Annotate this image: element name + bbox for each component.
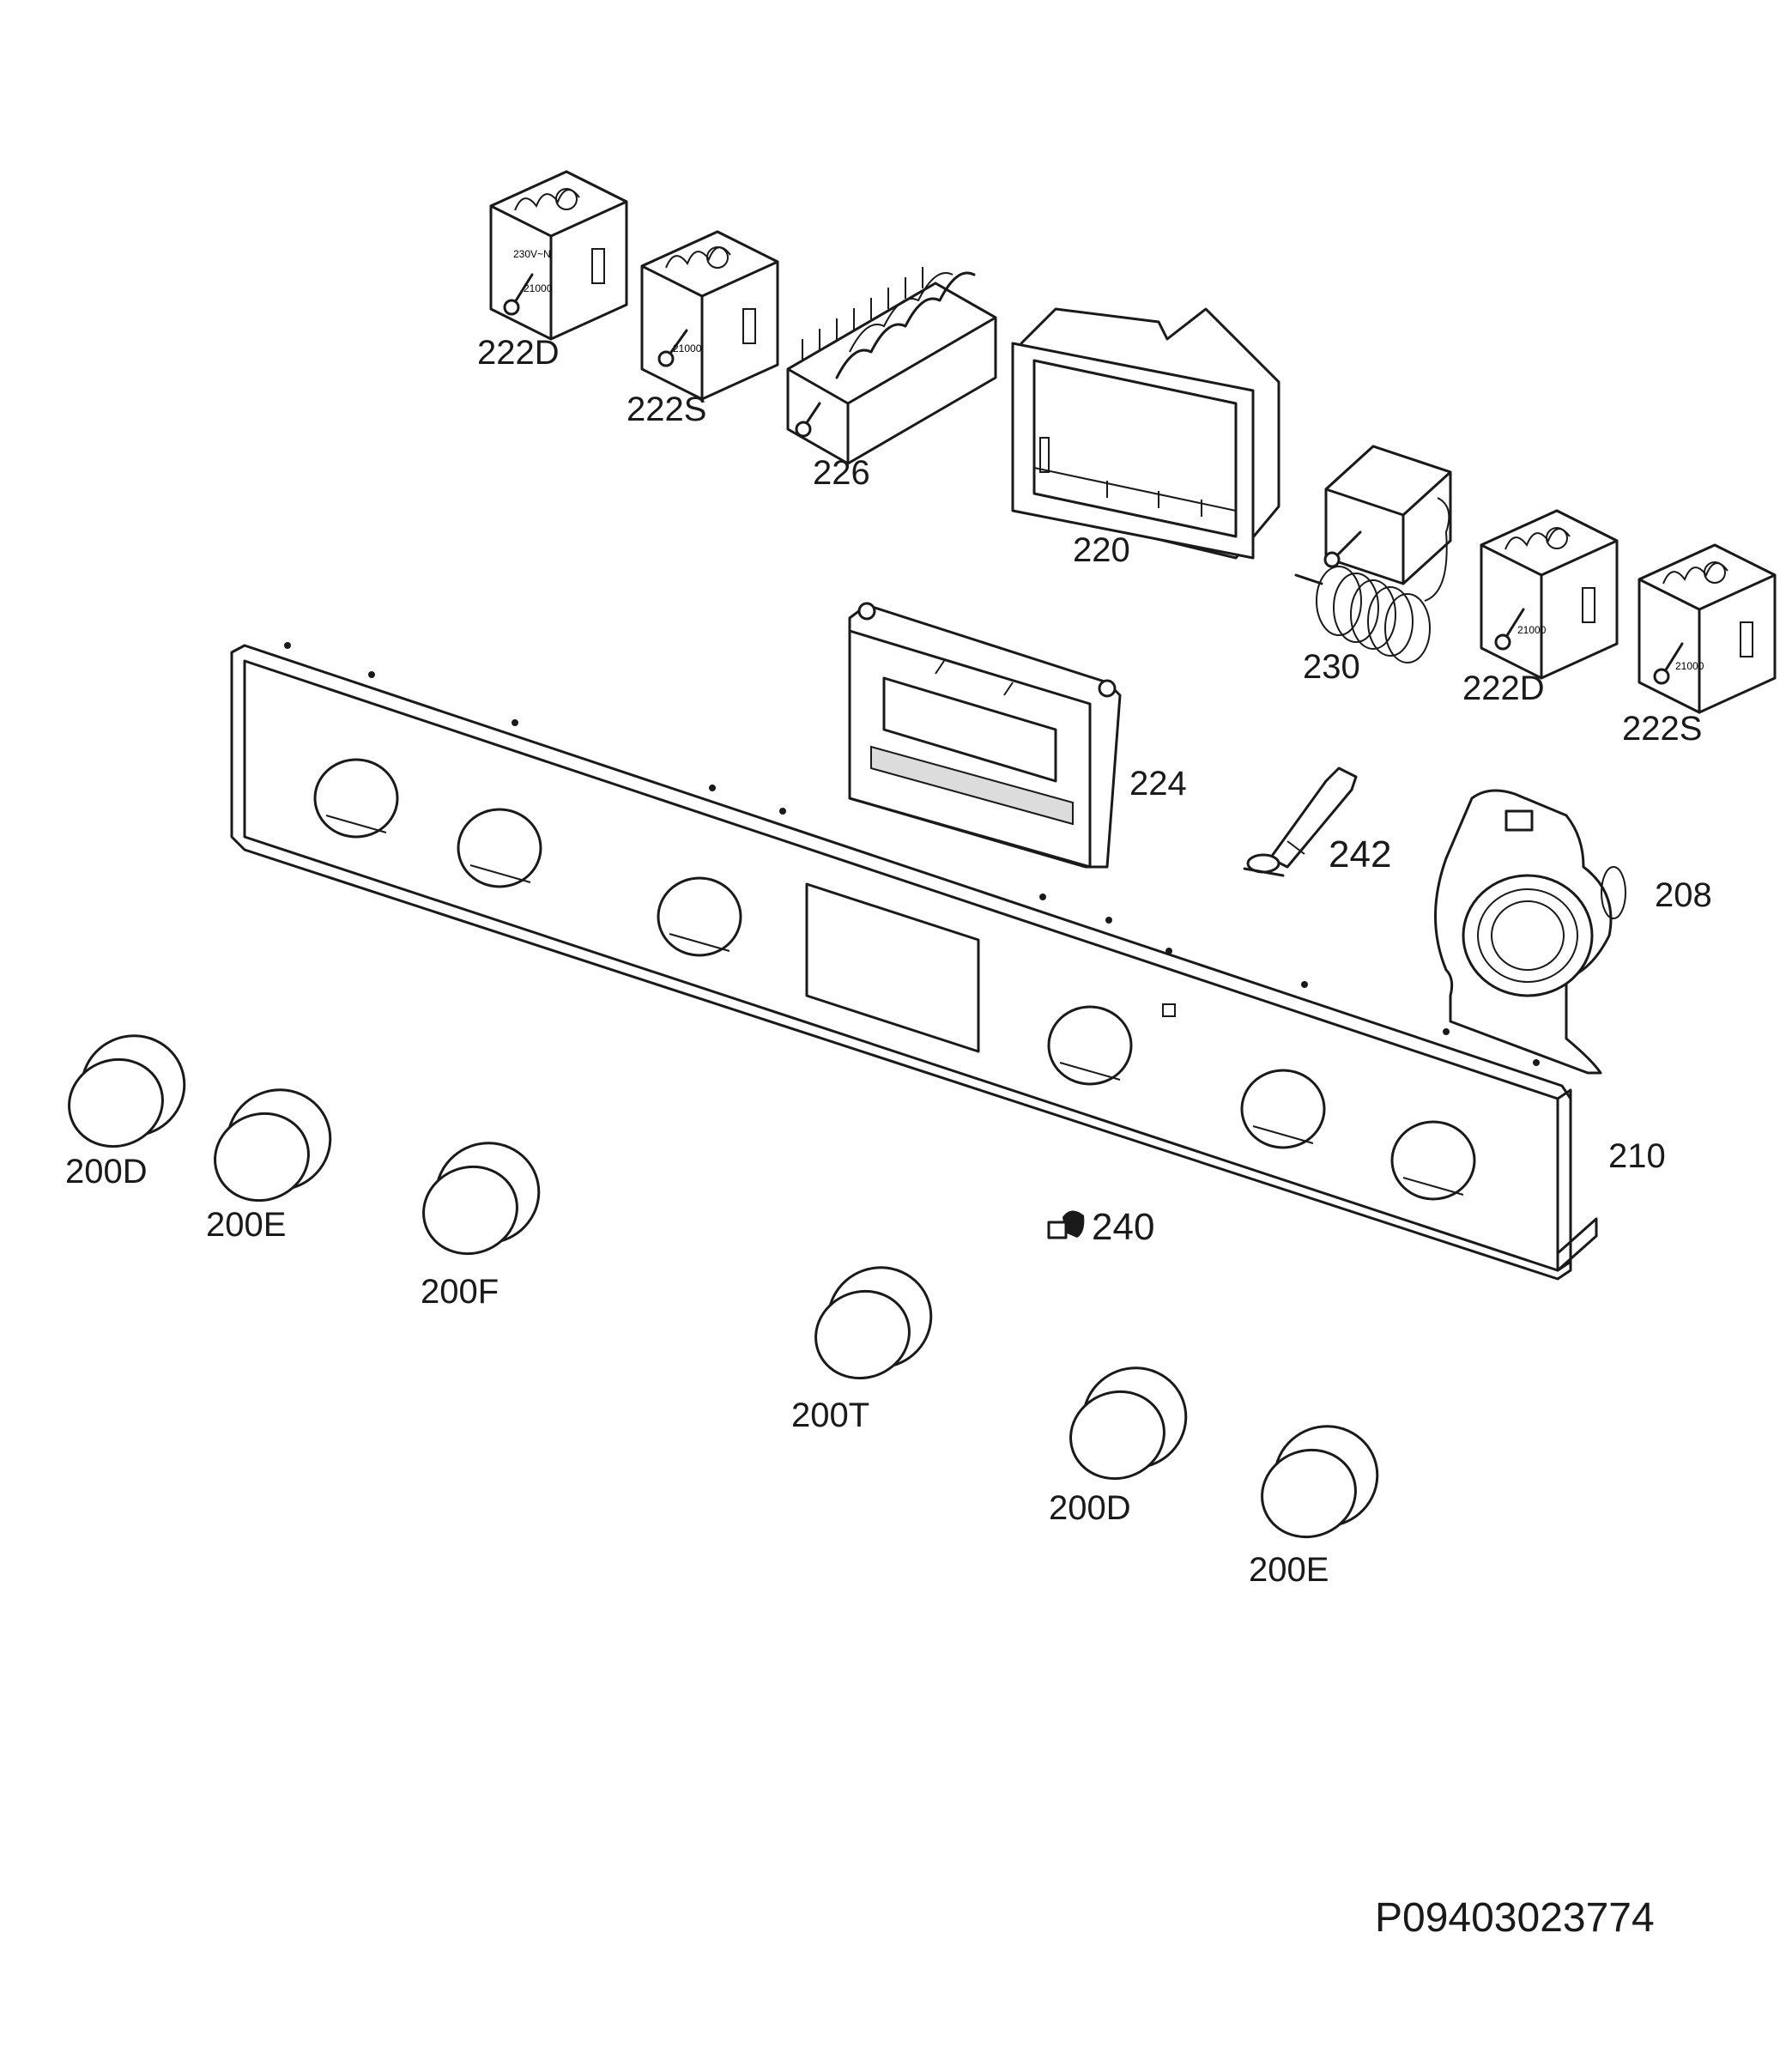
label-210: 210 [1608,1137,1666,1175]
display-frame-220[interactable] [1011,307,1280,560]
energy-regulator-222S-top[interactable]: 21000 [640,230,779,401]
clip-240[interactable] [1047,1210,1085,1239]
label-224: 224 [1129,765,1187,803]
label-208: 208 [1655,876,1712,914]
label-222D-right: 222D [1462,670,1545,707]
label-200D-left: 200D [65,1153,148,1191]
label-240: 240 [1092,1206,1154,1248]
energy-regulator-222D-top[interactable]: 230V~N 21000 [489,170,628,341]
label-226: 226 [813,454,870,492]
label-222S-right: 222S [1622,710,1702,748]
label-222S-top: 222S [627,391,706,428]
svg-text:230V~N: 230V~N [513,248,551,260]
thermostat-230[interactable] [1294,445,1452,663]
label-200E-left: 200E [206,1206,286,1244]
panel-display-window [805,882,980,1053]
control-panel-210[interactable] [230,642,1598,1281]
label-230: 230 [1303,648,1360,686]
svg-text:21000: 21000 [524,282,553,294]
knob-200D-left[interactable] [57,1021,198,1160]
label-242: 242 [1329,833,1391,876]
knob-200F[interactable] [411,1129,553,1267]
svg-text:21000: 21000 [1675,660,1704,672]
label-200F: 200F [421,1273,499,1311]
drawing-code: P09403023774 [1375,1895,1655,1941]
knob-200T[interactable] [803,1253,945,1391]
lamp-holder-242[interactable] [1243,766,1358,877]
energy-regulator-222D-right[interactable]: 21000 [1480,509,1619,680]
label-222D-top: 222D [477,334,560,372]
selector-switch-226[interactable] [786,267,997,465]
knob-200E-left[interactable] [203,1075,344,1214]
label-200E-right: 200E [1249,1551,1329,1589]
energy-regulator-222S-right[interactable]: 21000 [1638,543,1777,714]
label-200T: 200T [791,1397,869,1434]
svg-text:21000: 21000 [673,342,702,354]
knob-200D-right[interactable] [1058,1354,1200,1492]
knob-200E-right[interactable] [1250,1412,1391,1550]
svg-text:21000: 21000 [1517,624,1547,636]
display-module-224[interactable] [848,602,1122,869]
label-220: 220 [1073,531,1130,569]
knob-housing-208[interactable] [1434,789,1626,1075]
label-200D-right: 200D [1049,1489,1131,1527]
